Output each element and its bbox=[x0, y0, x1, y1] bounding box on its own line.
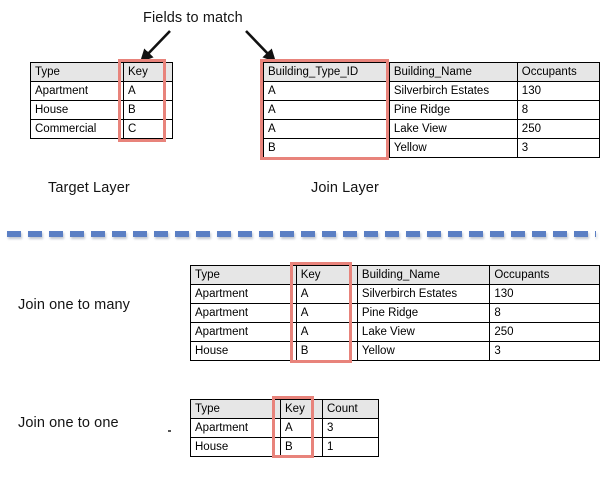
cell-count: 1 bbox=[322, 437, 379, 457]
cell-building-type-id: A bbox=[263, 119, 390, 139]
target-layer-table: Type Key Apartment A House B Commercial … bbox=[30, 62, 173, 139]
one-to-one-label: Join one to one bbox=[18, 415, 119, 431]
cell-building-name: Pine Ridge bbox=[356, 303, 491, 323]
column-header: Building_Type_ID bbox=[263, 62, 390, 82]
table-row: Apartment A Pine Ridge 8 bbox=[190, 303, 600, 323]
stray-dot-artifact bbox=[168, 430, 171, 432]
column-header: Building_Name bbox=[356, 265, 491, 285]
table-row: A Silverbirch Estates 130 bbox=[263, 81, 600, 101]
cell-type: House bbox=[190, 437, 281, 457]
cell-key: A bbox=[280, 418, 323, 438]
cell-key: A bbox=[295, 322, 358, 342]
table-header-row: Building_Type_ID Building_Name Occupants bbox=[263, 62, 600, 82]
table-row: Apartment A Lake View 250 bbox=[190, 322, 600, 342]
cell-type: House bbox=[30, 100, 124, 120]
cell-occupants: 3 bbox=[516, 138, 600, 158]
column-header: Key bbox=[123, 62, 173, 82]
target-layer-table-wrap: Type Key Apartment A House B Commercial … bbox=[30, 62, 173, 139]
table-row: House B 1 bbox=[190, 437, 379, 457]
column-header: Occupants bbox=[516, 62, 600, 82]
cell-occupants: 130 bbox=[489, 284, 600, 304]
table-row: Commercial C bbox=[30, 119, 173, 139]
cell-building-name: Yellow bbox=[356, 341, 491, 361]
table-header-row: Type Key bbox=[30, 62, 173, 82]
table-row: House B Yellow 3 bbox=[190, 341, 600, 361]
cell-occupants: 8 bbox=[489, 303, 600, 323]
cell-building-type-id: A bbox=[263, 100, 390, 120]
target-layer-caption: Target Layer bbox=[48, 180, 130, 196]
one-to-one-table: Type Key Count Apartment A 3 House B 1 bbox=[190, 399, 379, 457]
cell-key: B bbox=[295, 341, 358, 361]
table-row: Apartment A 3 bbox=[190, 418, 379, 438]
cell-type: Apartment bbox=[190, 303, 297, 323]
cell-type: Apartment bbox=[190, 284, 297, 304]
one-to-many-table-wrap: Type Key Building_Name Occupants Apartme… bbox=[190, 265, 600, 361]
cell-occupants: 8 bbox=[516, 100, 600, 120]
cell-key: A bbox=[295, 284, 358, 304]
cell-building-name: Silverbirch Estates bbox=[356, 284, 491, 304]
cell-building-name: Silverbirch Estates bbox=[388, 81, 518, 101]
section-divider bbox=[7, 231, 596, 237]
cell-key: A bbox=[123, 81, 173, 101]
page-title: Fields to match bbox=[143, 10, 243, 26]
cell-count: 3 bbox=[322, 418, 379, 438]
join-layer-caption: Join Layer bbox=[311, 180, 379, 196]
cell-building-name: Lake View bbox=[356, 322, 491, 342]
table-row: House B bbox=[30, 100, 173, 120]
one-to-many-label: Join one to many bbox=[18, 297, 131, 313]
cell-key: C bbox=[123, 119, 173, 139]
cell-occupants: 3 bbox=[489, 341, 600, 361]
table-header-row: Type Key Building_Name Occupants bbox=[190, 265, 600, 285]
column-header: Key bbox=[280, 399, 323, 419]
join-layer-table: Building_Type_ID Building_Name Occupants… bbox=[263, 62, 600, 158]
cell-building-name: Lake View bbox=[388, 119, 518, 139]
column-header: Count bbox=[322, 399, 379, 419]
cell-type: Apartment bbox=[190, 418, 281, 438]
arrow-down-left-icon bbox=[139, 30, 171, 63]
cell-building-name: Pine Ridge bbox=[388, 100, 518, 120]
cell-building-type-id: B bbox=[263, 138, 390, 158]
one-to-many-table: Type Key Building_Name Occupants Apartme… bbox=[190, 265, 600, 361]
table-header-row: Type Key Count bbox=[190, 399, 379, 419]
cell-occupants: 130 bbox=[516, 81, 600, 101]
column-header: Type bbox=[190, 399, 281, 419]
cell-type: Apartment bbox=[190, 322, 297, 342]
cell-type: Commercial bbox=[30, 119, 124, 139]
column-header: Type bbox=[190, 265, 297, 285]
table-row: A Lake View 250 bbox=[263, 119, 600, 139]
one-to-one-table-wrap: Type Key Count Apartment A 3 House B 1 bbox=[190, 399, 379, 457]
table-row: B Yellow 3 bbox=[263, 138, 600, 158]
column-header: Key bbox=[295, 265, 358, 285]
table-row: Apartment A Silverbirch Estates 130 bbox=[190, 284, 600, 304]
table-row: A Pine Ridge 8 bbox=[263, 100, 600, 120]
cell-type: Apartment bbox=[30, 81, 124, 101]
cell-building-name: Yellow bbox=[388, 138, 518, 158]
cell-key: A bbox=[295, 303, 358, 323]
column-header: Type bbox=[30, 62, 124, 82]
cell-type: House bbox=[190, 341, 297, 361]
column-header: Occupants bbox=[489, 265, 600, 285]
cell-occupants: 250 bbox=[489, 322, 600, 342]
cell-key: B bbox=[123, 100, 173, 120]
join-layer-table-wrap: Building_Type_ID Building_Name Occupants… bbox=[263, 62, 600, 158]
table-row: Apartment A bbox=[30, 81, 173, 101]
cell-key: B bbox=[280, 437, 323, 457]
arrow-down-right-icon bbox=[245, 30, 277, 63]
cell-occupants: 250 bbox=[516, 119, 600, 139]
column-header: Building_Name bbox=[388, 62, 518, 82]
cell-building-type-id: A bbox=[263, 81, 390, 101]
